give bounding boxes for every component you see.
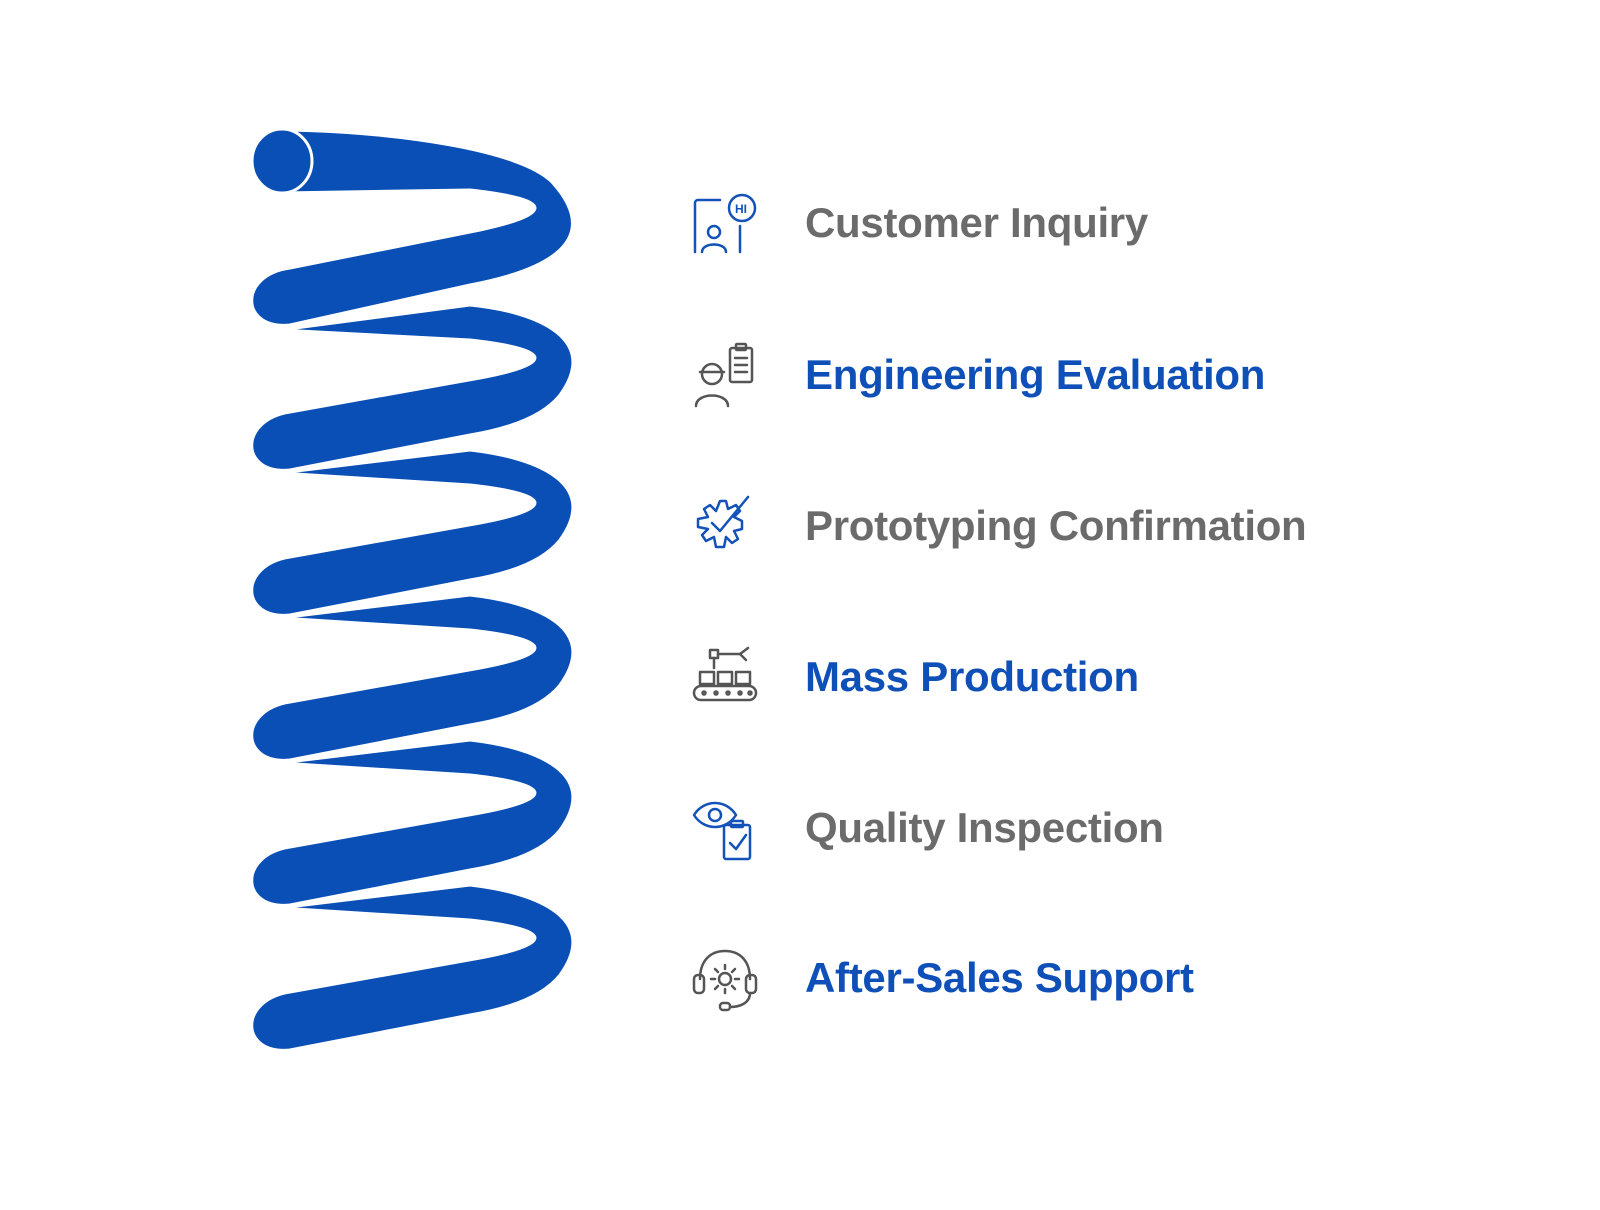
factory-conveyor-icon	[690, 632, 780, 722]
eye-clipboard-icon	[690, 783, 780, 873]
spring-coil-5	[250, 738, 575, 907]
step-quality-inspection: Quality Inspection	[690, 783, 1164, 873]
phone-chat-icon: HI	[690, 178, 780, 268]
spring-coil-6	[250, 883, 575, 1052]
step-mass-production: Mass Production	[690, 632, 1139, 722]
step-label: Customer Inquiry	[805, 199, 1148, 246]
engineer-clipboard-icon	[690, 330, 780, 420]
headset-gear-icon	[690, 933, 780, 1023]
step-label: Engineering Evaluation	[805, 351, 1266, 398]
spring-coil-end	[250, 127, 314, 195]
step-label: Quality Inspection	[805, 804, 1164, 851]
step-label: Mass Production	[805, 653, 1139, 700]
svg-text:HI: HI	[735, 202, 747, 216]
step-engineering-evaluation: Engineering Evaluation	[690, 330, 1265, 420]
step-prototyping-confirmation: Prototyping Confirmation	[690, 481, 1307, 571]
spring-coil-3	[250, 448, 575, 617]
step-label: Prototyping Confirmation	[805, 502, 1307, 549]
gear-check-icon	[690, 481, 780, 571]
spring-coil-2	[250, 303, 575, 472]
step-label: After-Sales Support	[805, 954, 1194, 1001]
spring-coil-4	[250, 593, 575, 762]
spring-coil-1	[250, 128, 574, 327]
step-customer-inquiry: HI Customer Inquiry	[690, 178, 1148, 268]
step-after-sales-support: After-Sales Support	[690, 933, 1194, 1023]
